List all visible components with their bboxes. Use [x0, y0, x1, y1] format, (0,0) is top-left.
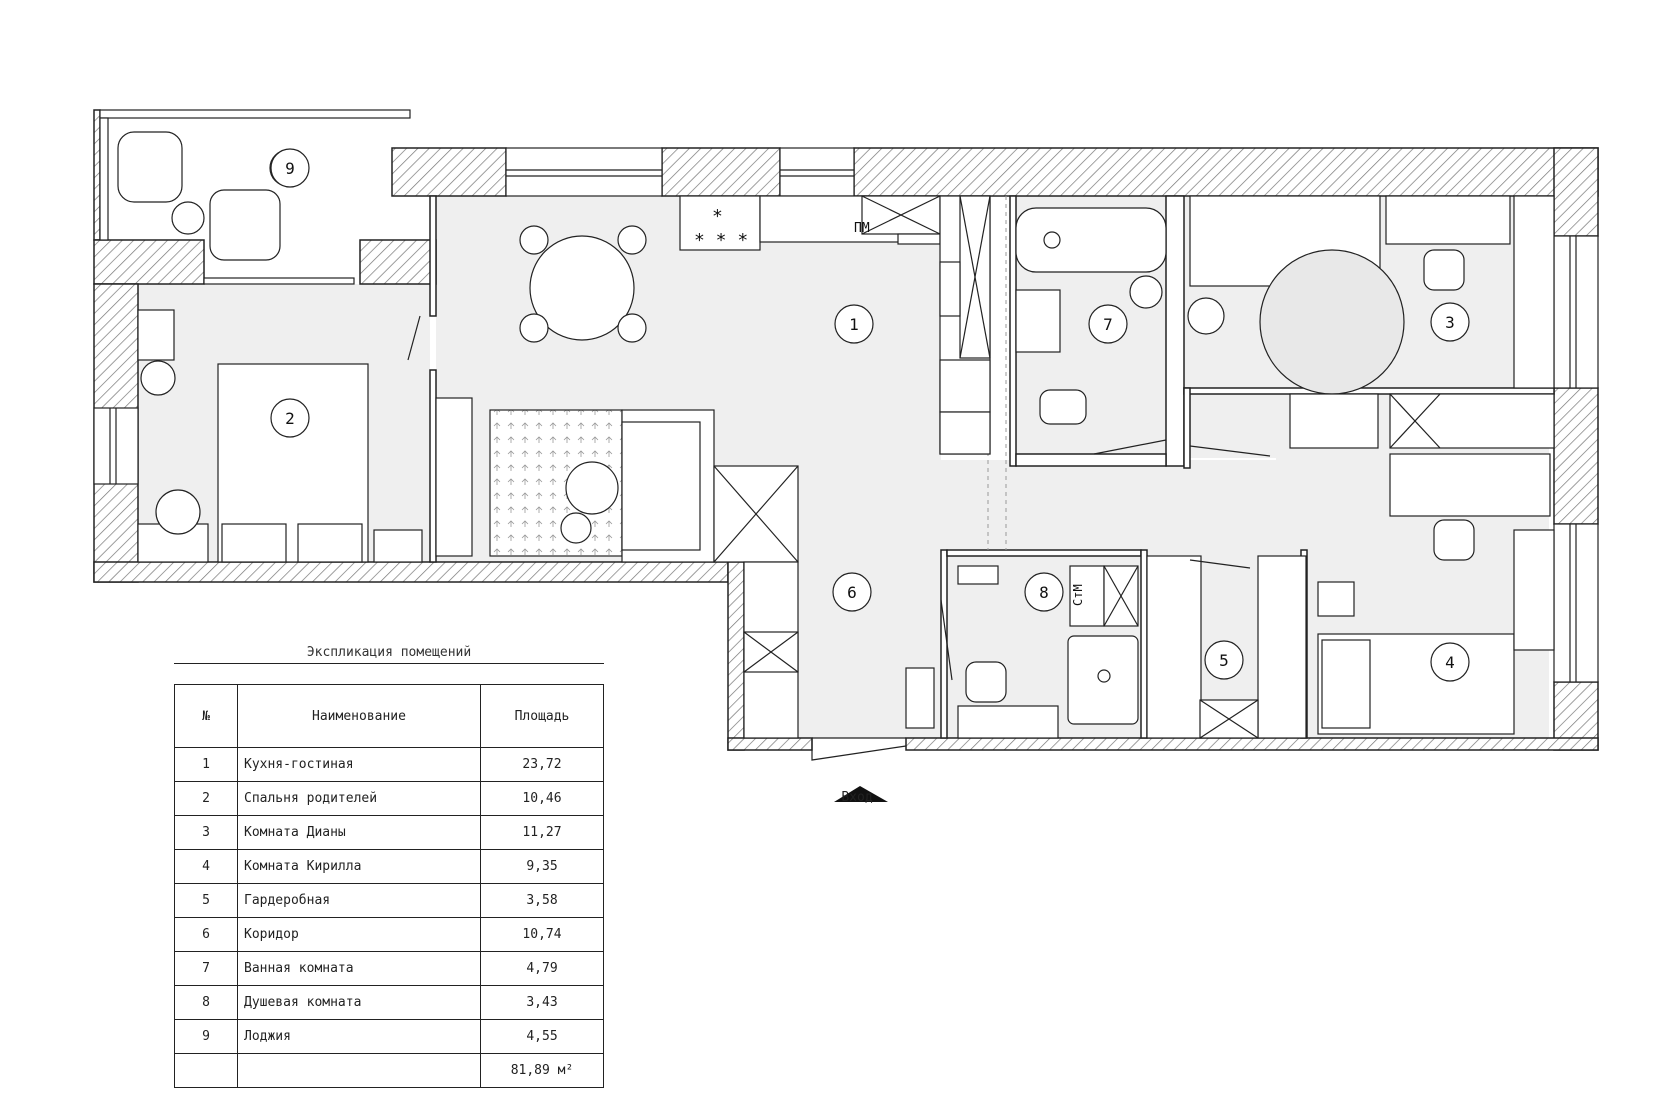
row-num: 2: [174, 781, 238, 816]
total-empty-name: [237, 1053, 481, 1088]
row-name: Ванная комната: [237, 951, 481, 986]
kitchen-counter: [679, 195, 991, 455]
row-name: Комната Дианы: [237, 815, 481, 850]
bathroom-fixtures: [1015, 207, 1167, 425]
room-marker-8: 8: [1024, 572, 1064, 612]
svg-text:9: 9: [285, 159, 295, 178]
svg-text:1: 1: [849, 315, 859, 334]
row-name: Спальня родителей: [237, 781, 481, 816]
row-num: 5: [174, 883, 238, 918]
header-name: Наименование: [237, 684, 481, 748]
table-total-row: 81,89 м²: [174, 1053, 604, 1088]
room-marker-6: 6: [832, 572, 872, 612]
row-area: 10,46: [480, 781, 604, 816]
dining-set: [519, 225, 647, 343]
row-area: 3,58: [480, 883, 604, 918]
row-area: 9,35: [480, 849, 604, 884]
stove-bottom-label: * * *: [694, 230, 748, 251]
row-num: 4: [174, 849, 238, 884]
room-marker-9: 9: [270, 148, 310, 188]
windows: [93, 109, 1599, 683]
row-num: 6: [174, 917, 238, 952]
row-area: 3,43: [480, 985, 604, 1020]
row-num: 9: [174, 1019, 238, 1054]
room-marker-4: 4: [1430, 642, 1470, 682]
row-name: Комната Кирилла: [237, 849, 481, 884]
entrance-label: Вход: [841, 790, 873, 805]
svg-text:2: 2: [285, 409, 295, 428]
svg-text:8: 8: [1039, 583, 1049, 602]
total-empty-num: [174, 1053, 238, 1088]
room-marker-3: 3: [1430, 302, 1470, 342]
row-name: Душевая комната: [237, 985, 481, 1020]
row-num: 7: [174, 951, 238, 986]
explication-caption: Экспликация помещений: [174, 645, 604, 664]
row-area: 4,79: [480, 951, 604, 986]
header-area: Площадь: [480, 684, 604, 748]
row-num: 3: [174, 815, 238, 850]
fixture-labels: ПМ СтМ * * * *: [694, 206, 1085, 606]
table-header-row: № Наименование Площадь: [174, 684, 604, 748]
wardrobes: [743, 393, 1555, 739]
doors: [407, 315, 1271, 761]
svg-text:3: 3: [1445, 313, 1455, 332]
parents-bedroom-furniture: [137, 309, 423, 563]
washer-label: СтМ: [1071, 584, 1085, 606]
diana-room-furniture: [1187, 195, 1555, 395]
row-name: Гардеробная: [237, 883, 481, 918]
row-area: 10,74: [480, 917, 604, 952]
room-numbers: 1 2 3 4 5 6 7 8 9: [270, 148, 1470, 682]
row-name: Лоджия: [237, 1019, 481, 1054]
header-num: №: [174, 684, 238, 748]
row-num: 8: [174, 985, 238, 1020]
svg-text:5: 5: [1219, 651, 1229, 670]
living-area: [435, 397, 799, 563]
row-num: 1: [174, 747, 238, 782]
svg-text:7: 7: [1103, 315, 1113, 334]
shower-fixtures: [905, 565, 1139, 739]
entrance-arrow-icon: [834, 786, 888, 802]
row-area: 11,27: [480, 815, 604, 850]
row-area: 4,55: [480, 1019, 604, 1054]
row-area: 23,72: [480, 747, 604, 782]
room-marker-2: 2: [270, 398, 310, 438]
row-name: Кухня-гостиная: [237, 747, 481, 782]
room-marker-1: 1: [834, 304, 874, 344]
total-area: 81,89 м²: [480, 1053, 604, 1088]
row-name: Коридор: [237, 917, 481, 952]
room-marker-5: 5: [1204, 640, 1244, 680]
dishwasher-label: ПМ: [854, 221, 870, 236]
kirill-room-furniture: [1317, 453, 1555, 735]
svg-text:4: 4: [1445, 653, 1455, 672]
svg-text:6: 6: [847, 583, 857, 602]
stove-top-label: *: [712, 206, 723, 227]
room-marker-7: 7: [1088, 304, 1128, 344]
